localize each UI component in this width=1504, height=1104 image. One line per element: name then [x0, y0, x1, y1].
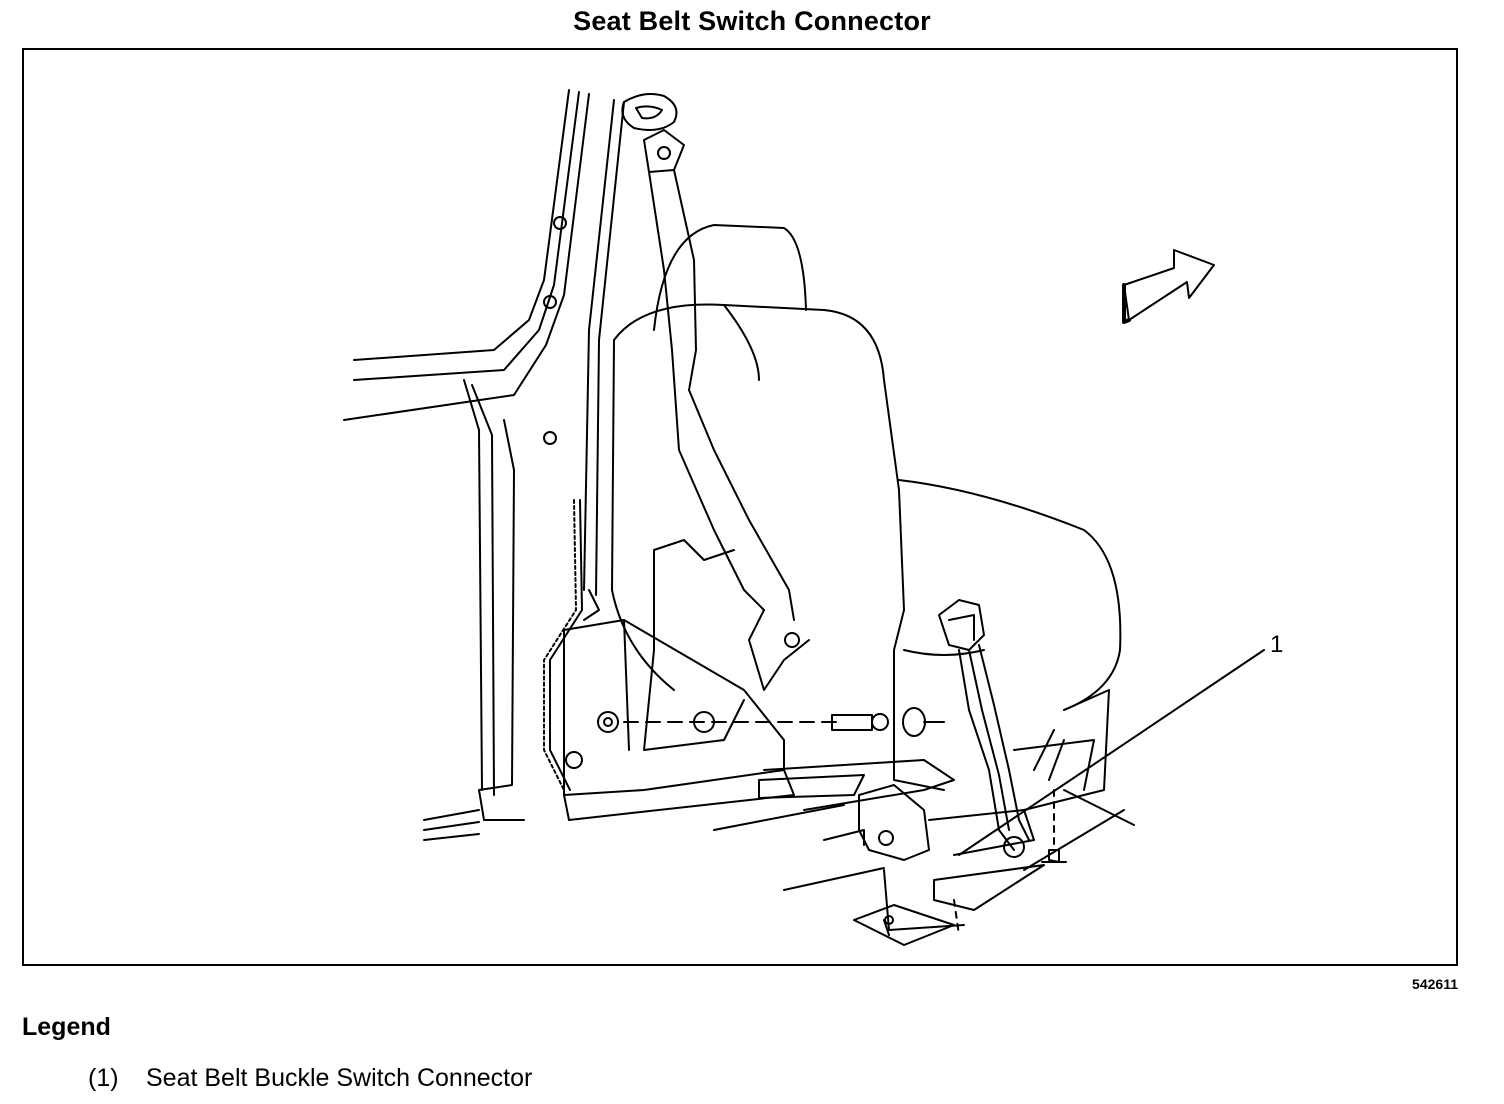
legend-item-number: (1)	[88, 1064, 119, 1092]
seat-belt-buckle	[938, 599, 1030, 858]
b-pillar	[343, 89, 625, 841]
mounting-bolt	[623, 707, 945, 737]
shoulder-belt	[648, 169, 810, 691]
legend-item: (1) Seat Belt Buckle Switch Connector	[88, 1064, 532, 1093]
illustration-frame: 1	[22, 48, 1458, 966]
figure-number: 542611	[1412, 976, 1458, 992]
seat-cushion	[893, 479, 1122, 811]
diagram-title: Seat Belt Switch Connector	[573, 6, 931, 36]
seat-track	[563, 539, 955, 821]
callout-1-label: 1	[1270, 631, 1283, 658]
floor-anchor	[853, 789, 1135, 946]
upper-anchor	[621, 93, 685, 173]
legend-heading: Legend	[22, 1013, 111, 1041]
seat-belt-illustration: 1	[343, 89, 1283, 946]
callout-1-leader	[958, 649, 1265, 856]
seat-bracket	[858, 729, 1095, 861]
floor-lines	[713, 804, 1125, 891]
seat-back	[611, 224, 905, 691]
forward-direction-arrow-icon	[1122, 249, 1215, 324]
legend-item-text: Seat Belt Buckle Switch Connector	[146, 1064, 533, 1092]
wire-harness	[543, 499, 600, 791]
